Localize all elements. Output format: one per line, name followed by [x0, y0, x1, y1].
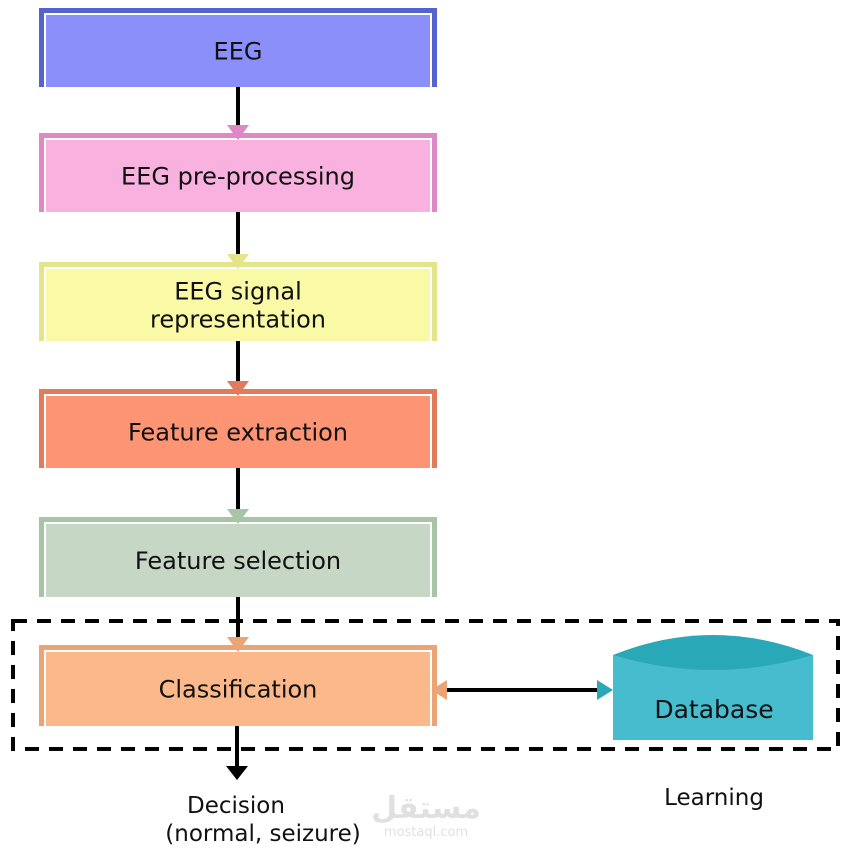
step-label: representation [150, 306, 326, 334]
box-fill [46, 524, 430, 597]
step-label: Feature extraction [128, 419, 348, 447]
box-fill [46, 652, 430, 726]
step-label: EEG pre-processing [121, 163, 355, 191]
database-label: Database [654, 695, 773, 724]
database-body [613, 655, 813, 740]
arrow-down-icon [227, 125, 249, 140]
box-fill [46, 396, 430, 468]
step-box-1: EEG [39, 8, 437, 87]
arrow-down-icon [226, 766, 248, 780]
watermark-logo: مستقل mostaql.com [371, 791, 481, 840]
learning-group-dashed-border [11, 619, 840, 751]
step-box-6: Classification [39, 645, 437, 726]
step-box-2: EEG pre-processing [39, 133, 437, 212]
decision-label-line1: Decision [187, 793, 285, 819]
step-box-5: Feature selection [39, 517, 437, 597]
arrow-down-icon [227, 509, 249, 524]
box-fill [46, 140, 430, 212]
database-node: Database [613, 635, 813, 740]
arrow-down-icon [227, 637, 249, 652]
arrow-down-icon [227, 254, 249, 269]
step-label: Feature selection [135, 547, 341, 575]
step-box-4: Feature extraction [39, 389, 437, 468]
decision-arrow [226, 726, 248, 780]
step-label: EEG signal [174, 278, 302, 306]
box-fill [46, 15, 430, 87]
bidirectional-arrow [431, 680, 613, 700]
arrow-head-left-icon [431, 680, 447, 700]
svg-text:mostaql.com: mostaql.com [384, 825, 468, 840]
svg-text:مستقل: مستقل [371, 791, 481, 826]
database-top [613, 635, 813, 670]
step-label: EEG [214, 38, 263, 66]
decision-label-line2: (normal, seizure) [165, 821, 360, 847]
arrow-head-right-icon [597, 680, 613, 700]
learning-label: Learning [664, 785, 764, 811]
arrow-down-icon [227, 381, 249, 396]
step-label: Classification [159, 676, 318, 704]
box-fill [46, 269, 430, 341]
